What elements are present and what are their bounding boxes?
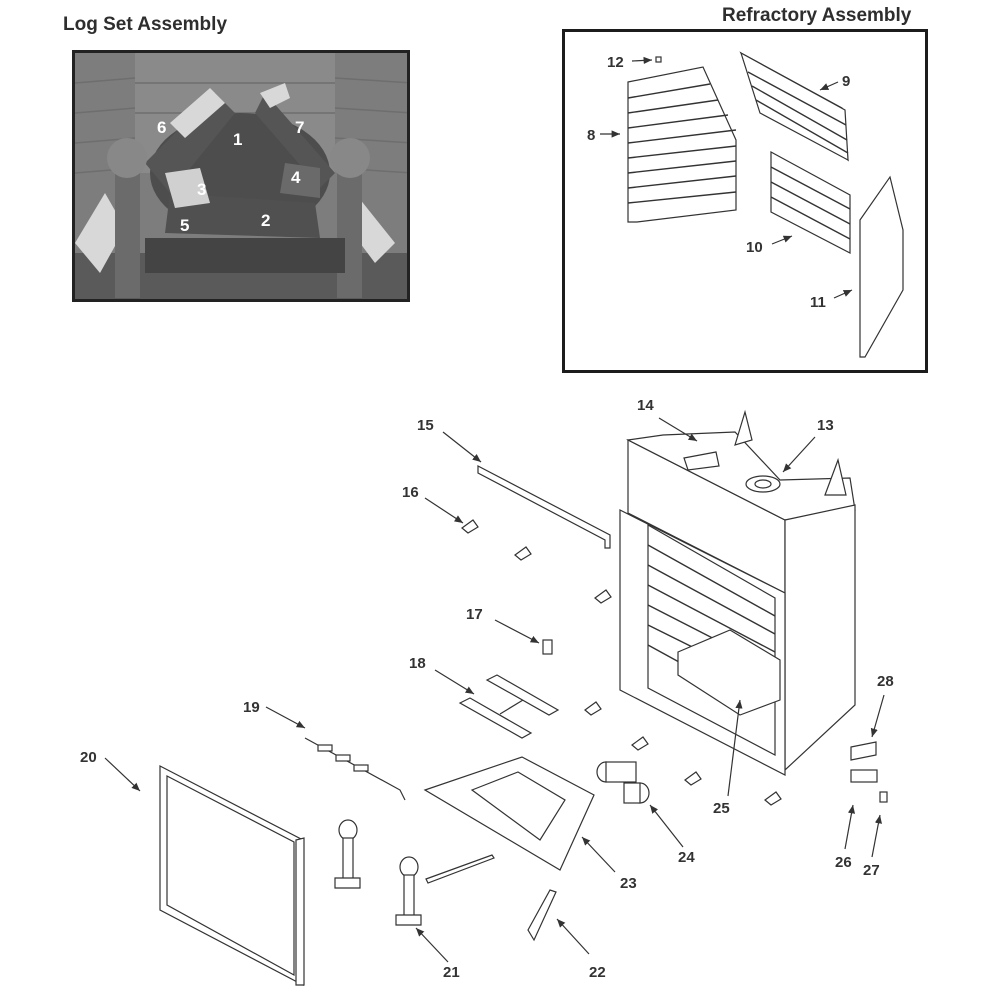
callout-21: 21 — [443, 964, 460, 981]
callout-8: 8 — [587, 127, 595, 144]
callout-27: 27 — [863, 862, 880, 879]
callout-6: 6 — [157, 118, 166, 137]
refractory-assembly-box — [562, 29, 928, 373]
callout-15: 15 — [417, 417, 434, 434]
part-23-base-plate — [423, 756, 595, 871]
callout-3: 3 — [197, 180, 206, 199]
callout-22: 22 — [589, 964, 606, 981]
part-28 — [850, 741, 877, 761]
callout-7: 7 — [295, 118, 304, 137]
callout-12: 12 — [607, 54, 624, 71]
part-19-manifold — [304, 737, 406, 801]
callout-4: 4 — [291, 168, 301, 187]
callout-17: 17 — [466, 606, 483, 623]
part-20-door-frame — [159, 765, 305, 986]
part-18-burner-tray — [458, 674, 560, 739]
refractory-panel-10 — [770, 150, 851, 254]
refractory-panel-9 — [739, 51, 849, 162]
part-27 — [879, 791, 888, 803]
log-set-title: Log Set Assembly — [63, 14, 228, 35]
callout-5: 5 — [180, 216, 189, 235]
part-rod — [425, 854, 495, 884]
burner-25 — [677, 629, 781, 716]
callout-16: 16 — [402, 484, 419, 501]
callout-11: 11 — [810, 294, 826, 311]
part-22 — [527, 889, 557, 942]
refractory-panel-8 — [627, 66, 737, 223]
callout-24: 24 — [678, 849, 695, 866]
callout-25: 25 — [713, 800, 730, 817]
callout-13: 13 — [817, 417, 834, 434]
refractory-title: Refractory Assembly — [722, 5, 912, 26]
part-26 — [850, 769, 878, 783]
log-set-illustration: 1 2 3 4 5 6 7 — [75, 53, 407, 299]
callout-26: 26 — [835, 854, 852, 871]
callout-10: 10 — [746, 239, 763, 256]
part-17 — [542, 639, 553, 655]
callout-20: 20 — [80, 749, 97, 766]
log-set-photo: 1 2 3 4 5 6 7 — [72, 50, 410, 302]
firebox-assembly — [619, 409, 856, 776]
callout-23: 23 — [620, 875, 637, 892]
callout-14: 14 — [637, 397, 654, 414]
part-24-blower — [596, 761, 650, 804]
callout-1: 1 — [233, 130, 242, 149]
refractory-clip-12 — [655, 56, 662, 63]
callout-19: 19 — [243, 699, 260, 716]
part-16-brackets — [461, 519, 782, 806]
part-15 — [477, 465, 611, 549]
callout-28: 28 — [877, 673, 894, 690]
part-21-log-supports — [334, 819, 422, 926]
callout-18: 18 — [409, 655, 426, 672]
refractory-panel-11 — [859, 175, 904, 358]
callout-9: 9 — [842, 73, 850, 90]
callout-2: 2 — [261, 211, 270, 230]
